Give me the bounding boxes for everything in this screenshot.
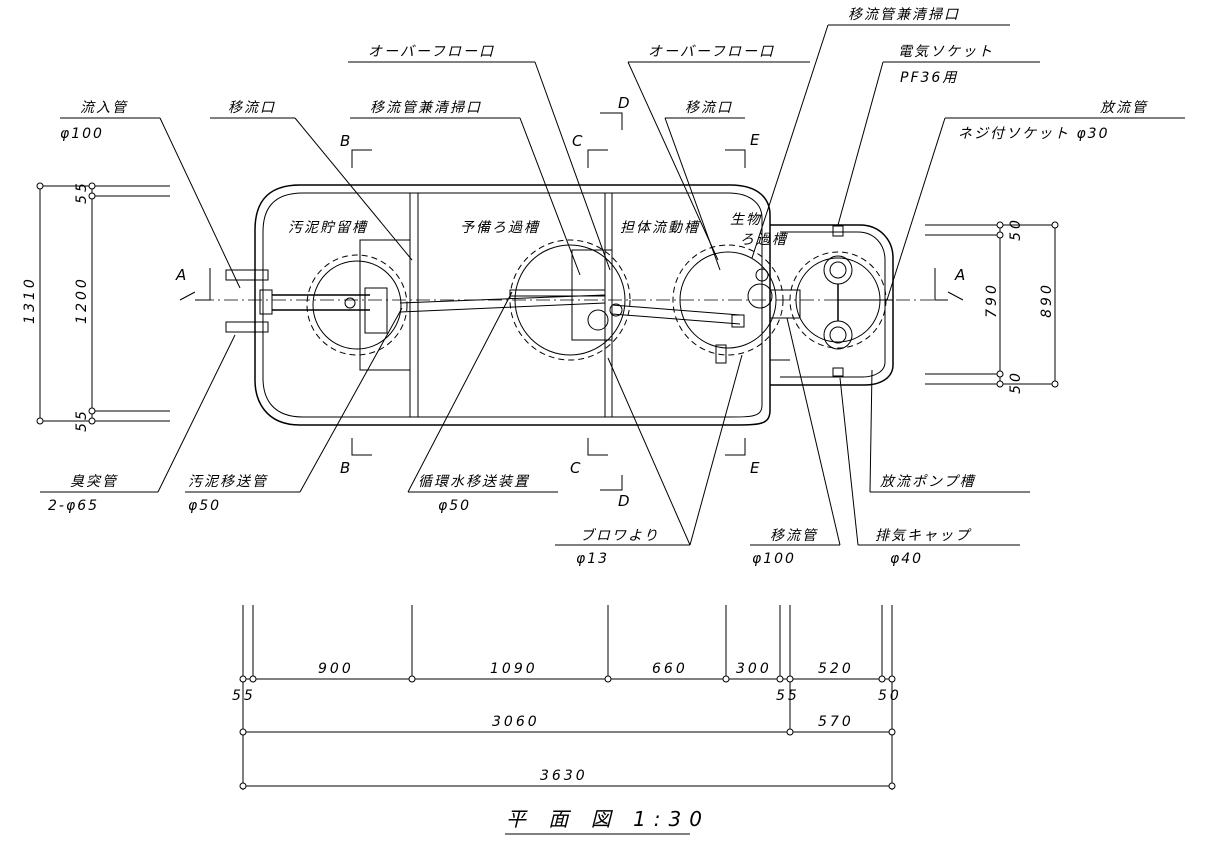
- drawing-title: 平 面 図 1:30: [506, 807, 710, 831]
- dim-right-inner: 790: [984, 282, 1000, 318]
- section-e-top: E: [750, 131, 760, 149]
- label-vent-pipe-size: 2-φ65: [48, 498, 99, 514]
- section-c-bottom: C: [570, 459, 581, 477]
- section-b-top: B: [340, 132, 350, 150]
- sludge-inner-box: [359, 239, 411, 371]
- section-d-bottom: D: [618, 492, 630, 510]
- section-d-top: D: [618, 94, 630, 112]
- label-sludge-transfer: 汚泥移送管: [188, 474, 268, 490]
- label-from-blower-size: φ13: [576, 551, 609, 567]
- label-exhaust-cap-size: φ40: [890, 551, 923, 567]
- label-transfer-cleanout-1: 移流管兼清掃口: [370, 100, 482, 116]
- chamber-carrier-fluid: 担体流動槽: [620, 220, 701, 236]
- label-transfer-pipe: 移流管: [770, 528, 818, 544]
- section-a-right: A: [954, 266, 965, 284]
- right-dimensions: 790 890 50 50: [925, 217, 1059, 394]
- section-a-left: A: [175, 266, 186, 284]
- chamber-sludge-storage: 汚泥貯留槽: [288, 220, 369, 236]
- dim-seg-900: 900: [318, 661, 354, 677]
- label-discharge-pipe: 放流管: [1100, 100, 1148, 116]
- dim-right-outer: 890: [1039, 282, 1055, 318]
- dim-right-bottom-offset: 50: [1008, 370, 1024, 394]
- label-discharge-pipe-spec: ネジ付ソケット φ30: [958, 126, 1110, 142]
- top-leaders: 流入管 φ100 移流口 移流管兼清掃口 オーバーフロー口 オーバーフロー口 移…: [60, 7, 1185, 301]
- label-circulation-size: φ50: [438, 498, 471, 514]
- section-c-top: C: [572, 132, 583, 150]
- bottom-leaders: 臭突管 2-φ65 汚泥移送管 φ50 循環水移送装置 φ50 ブロワより φ1…: [40, 291, 1030, 567]
- section-e-bottom: E: [750, 459, 760, 477]
- dim-right-top-offset: 50: [1008, 217, 1024, 241]
- chamber-bio-filter-line2: ろ過槽: [740, 232, 789, 248]
- label-from-blower: ブロワより: [580, 528, 660, 544]
- label-exhaust-cap: 排気キャップ: [875, 528, 972, 544]
- bottom-dimensions: 900 1090 660 300 520 55 55 50 3060 570 3…: [232, 605, 902, 790]
- label-inflow-pipe: 流入管: [80, 100, 128, 116]
- dim-seg-520: 520: [818, 661, 854, 677]
- section-b-bottom: B: [340, 459, 350, 477]
- label-vent-pipe: 臭突管: [70, 474, 118, 490]
- label-sludge-transfer-size: φ50: [188, 498, 221, 514]
- label-electric-socket-spec: PF36用: [900, 70, 958, 86]
- label-transfer-cleanout-2: 移流管兼清掃口: [848, 7, 960, 23]
- dim-seg-300: 300: [736, 661, 772, 677]
- chamber-spare-filter: 予備ろ過槽: [460, 220, 541, 236]
- label-overflow-1: オーバーフロー口: [368, 44, 495, 60]
- label-inflow-pipe-size: φ100: [60, 126, 104, 142]
- label-transfer-port-2: 移流口: [685, 100, 733, 116]
- label-transfer-port-1: 移流口: [228, 100, 276, 116]
- inflow-piping: [225, 269, 388, 334]
- dim-left-bottom-offset: 55: [74, 408, 90, 432]
- label-transfer-pipe-size: φ100: [752, 551, 796, 567]
- dim-total-570: 570: [818, 714, 854, 730]
- dim-end-55-mid: 55: [776, 688, 800, 704]
- dim-seg-660: 660: [652, 661, 688, 677]
- label-circulation-device: 循環水移送装置: [418, 474, 530, 490]
- section-markers: A A B B C C D D E E: [175, 94, 965, 510]
- label-electric-socket: 電気ソケット: [898, 44, 994, 60]
- dim-end-55-left: 55: [232, 688, 256, 704]
- label-discharge-pump-tank: 放流ポンプ槽: [880, 474, 977, 490]
- dim-total-3060: 3060: [492, 714, 540, 730]
- chamber-bio-filter-line1: 生物: [730, 212, 762, 228]
- dim-left-top-offset: 55: [74, 180, 90, 204]
- filter-inner-box: [571, 249, 613, 341]
- dim-seg-1090: 1090: [490, 661, 538, 677]
- left-dimensions: 1310 1200 55 55: [22, 180, 170, 432]
- label-overflow-2: オーバーフロー口: [648, 44, 775, 60]
- transfer-piping: [399, 268, 801, 364]
- dim-left-outer: 1310: [22, 276, 38, 324]
- dim-end-50: 50: [878, 688, 902, 704]
- dim-total-3630: 3630: [540, 768, 588, 784]
- pump-equipment: [823, 225, 893, 377]
- dim-left-inner: 1200: [74, 276, 90, 324]
